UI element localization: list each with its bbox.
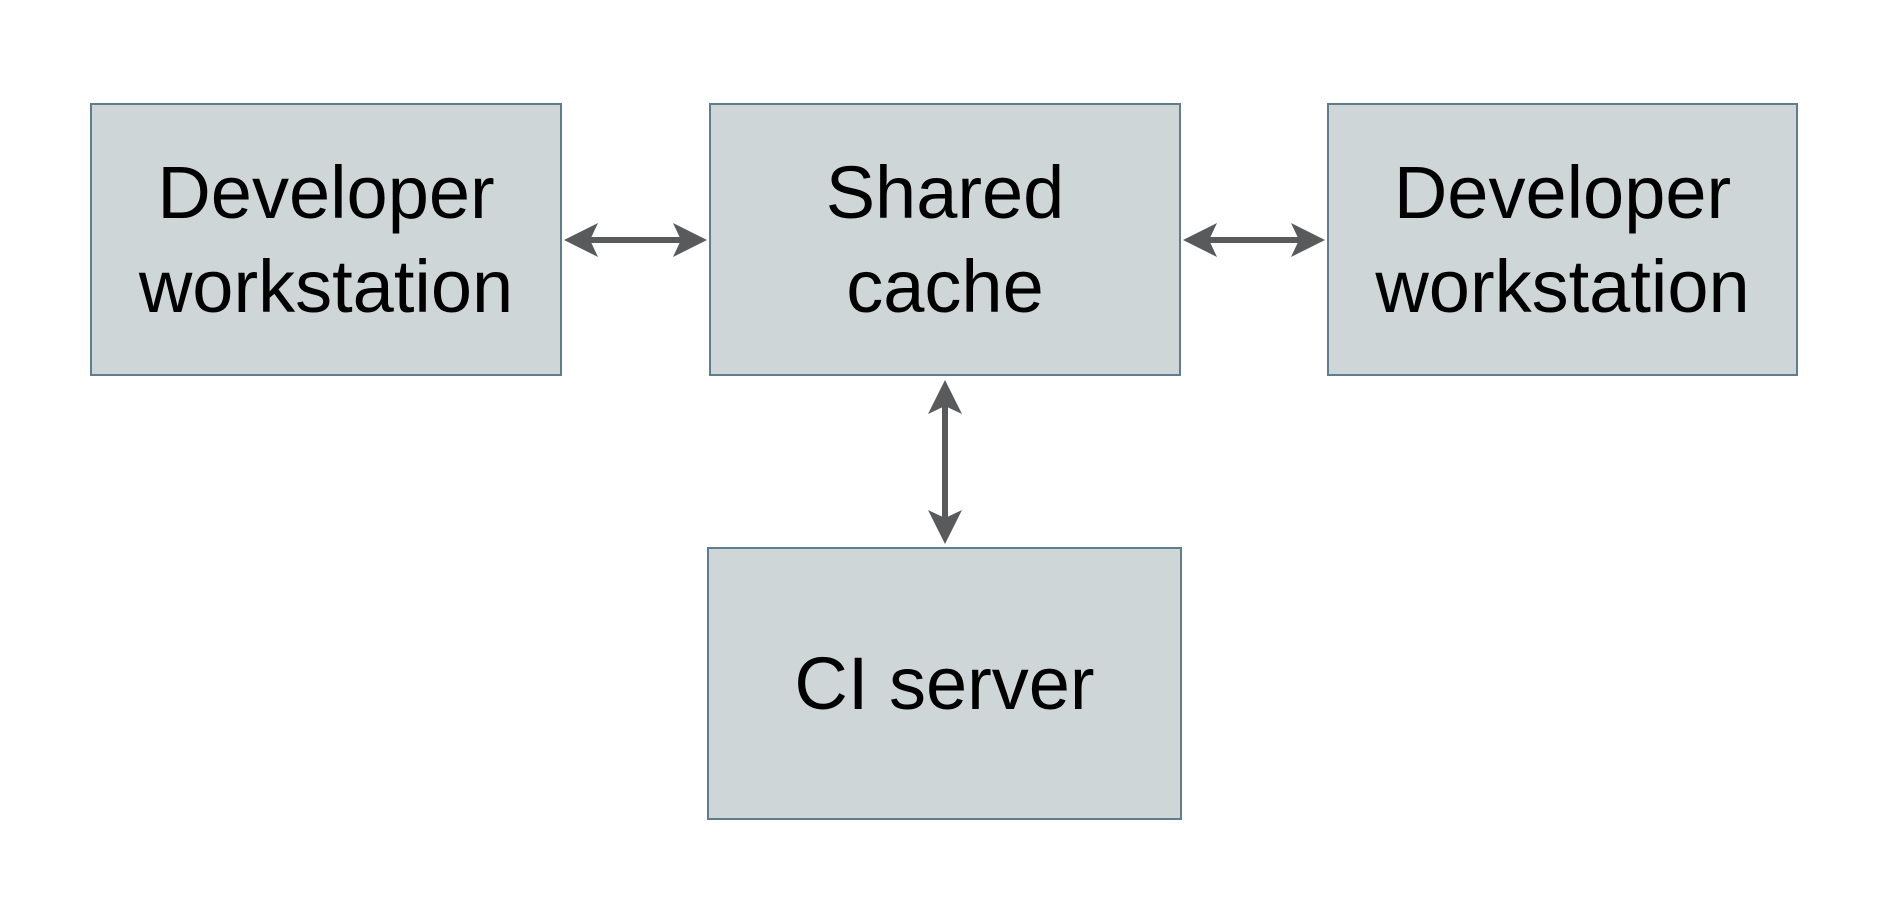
node-label-line: cache (846, 244, 1044, 328)
node-developer-workstation-right: Developer workstation (1327, 103, 1798, 376)
node-ci-server: CI server (707, 547, 1182, 820)
node-label-line: CI server (794, 641, 1095, 725)
arrow-workstation-left-shared-cache-bidirectional-icon (564, 223, 707, 257)
arrow-shared-cache-workstation-right-bidirectional-icon (1183, 223, 1325, 257)
node-developer-workstation-left: Developer workstation (90, 103, 562, 376)
node-label-line: Shared (825, 150, 1065, 234)
arrow-shared-cache-ci-server-bidirectional-icon (928, 380, 962, 544)
node-label-line: workstation (1375, 244, 1750, 328)
node-label-line: Developer (1393, 150, 1732, 234)
node-label-line: Developer (157, 150, 495, 234)
node-label-line: workstation (138, 244, 514, 328)
node-shared-cache: Shared cache (709, 103, 1181, 376)
